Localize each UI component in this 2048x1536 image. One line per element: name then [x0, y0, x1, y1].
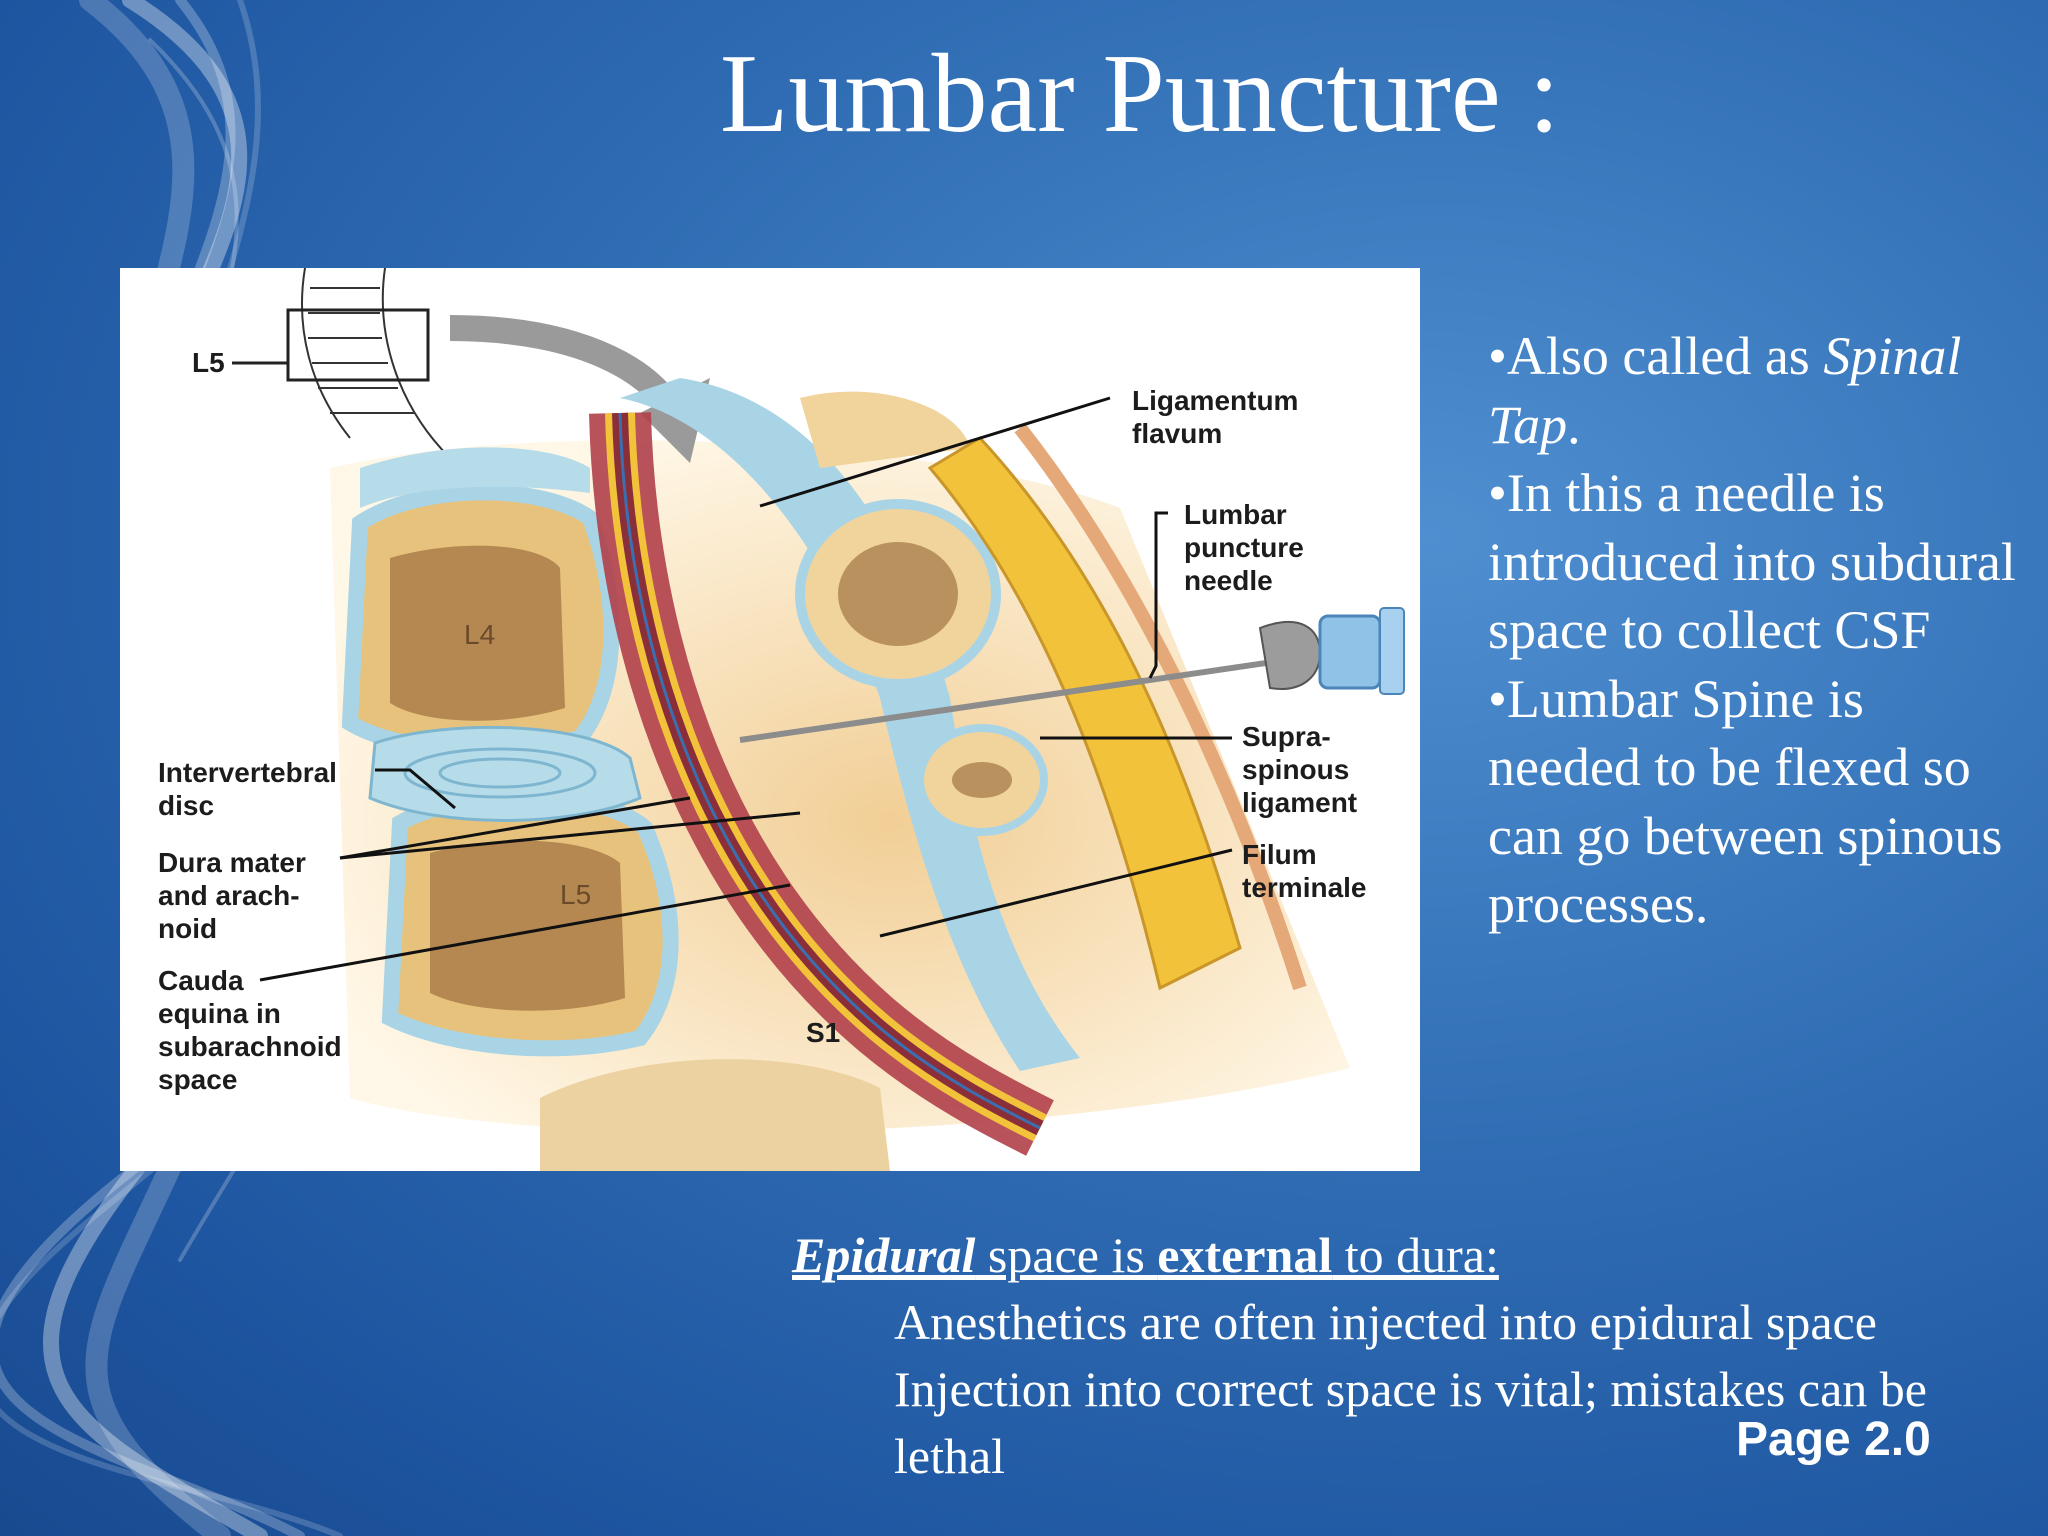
heading-end: to dura: — [1332, 1227, 1499, 1283]
bullet-list: •Also called as Spinal Tap. •In this a n… — [1488, 322, 2028, 939]
label-dura-mater-arachnoid: Dura mater and arach- noid — [158, 847, 306, 944]
label-l5: L5 — [560, 879, 592, 910]
bullet-1-italic: Spinal Tap — [1488, 326, 1962, 455]
lumbar-puncture-diagram: L5 Ligamentum flavum Lumbar puncture nee… — [120, 268, 1420, 1171]
epidural-heading: Epidural space is external to dura: — [792, 1222, 2032, 1289]
heading-mid: space is — [975, 1227, 1158, 1283]
bullet-spinal-tap: •Also called as Spinal Tap. — [1488, 322, 2028, 459]
epidural-note: Epidural space is external to dura: Anes… — [792, 1222, 2032, 1490]
bullet-spine-flexed: •Lumbar Spine is needed to be flexed so … — [1488, 668, 2003, 935]
label-s1: S1 — [806, 1017, 841, 1048]
spine-thumbnail-icon — [301, 268, 451, 459]
label-cauda-equina: Cauda equina in subarachnoid space — [158, 965, 342, 1095]
bullet-needle-introduced: •In this a needle is introduced into sub… — [1488, 463, 2016, 660]
label-ligamentum-flavum: Ligamentum flavum — [1132, 385, 1299, 449]
label-supraspinous-ligament: Supra- spinous ligament — [1242, 721, 1358, 818]
injection-line: Injection into correct space is vital; m… — [894, 1361, 1927, 1484]
label-l5-top: L5 — [192, 347, 225, 378]
slide-title: Lumbar Puncture : — [720, 32, 1560, 156]
epidural-word: Epidural — [792, 1227, 976, 1283]
diagram-artwork — [232, 268, 1405, 1171]
page-number-label: Page 2.0 — [1736, 1413, 1931, 1466]
label-lumbar-puncture-needle: Lumbar puncture needle — [1184, 499, 1304, 596]
external-word: external — [1157, 1227, 1333, 1283]
label-filum-terminale: Filum terminale — [1242, 839, 1367, 903]
anesthetics-line: Anesthetics are often injected into epid… — [894, 1294, 1877, 1350]
bullet-1-suffix: . — [1567, 394, 1581, 455]
label-l4: L4 — [464, 619, 496, 650]
bullet-1-text: •Also called as — [1488, 326, 1824, 386]
label-intervertebral-disc: Intervertebral disc — [158, 757, 337, 821]
